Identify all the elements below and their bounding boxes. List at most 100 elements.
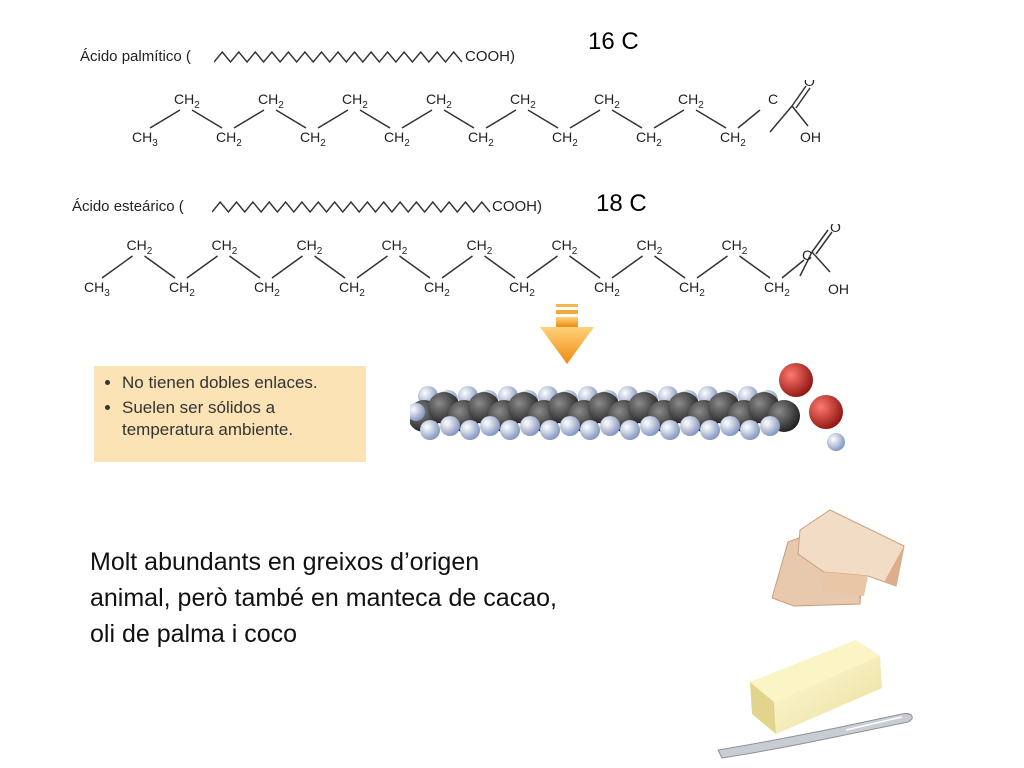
stearic-bond-11 [526, 255, 558, 279]
stearic-group-3: CH2 [169, 279, 195, 299]
stearic-group-14: CH2 [637, 237, 663, 257]
palmitic-group-9: CH2 [468, 129, 494, 149]
palmitic-bond-10 [527, 109, 559, 129]
down-arrow-icon [540, 304, 594, 364]
palmitic-bond-12 [611, 109, 643, 129]
stearic-group-1: CH3 [84, 279, 110, 299]
hydrogen-atom-bottom [620, 420, 640, 440]
palmitic-bond-14 [695, 109, 727, 129]
palmitic-group-15: CH2 [720, 129, 746, 149]
stearic-group-17: CH2 [764, 279, 790, 299]
stearic-bond-5 [271, 255, 303, 279]
palmitic-group-3: CH2 [216, 129, 242, 149]
stearic-cooh-label: COOH) [492, 198, 542, 215]
note-item-solid-at-room-temp: Suelen ser sólidos a temperatura ambient… [122, 397, 356, 441]
palmitic-acid-name: Ácido palmítico ( [80, 48, 191, 65]
palmitic-carbon-count: 16 C [588, 28, 639, 55]
stearic-group-12: CH2 [552, 237, 578, 257]
palmitic-bond-9 [485, 109, 517, 129]
palmitic-bond-11 [569, 109, 601, 129]
stearic-bond-1 [101, 255, 133, 279]
stearic-group-13: CH2 [594, 279, 620, 299]
hydrogen-atom-bottom [580, 420, 600, 440]
stearic-bond-13 [611, 255, 643, 279]
palmitic-bond-1 [149, 109, 181, 129]
stearic-group-15: CH2 [679, 279, 705, 299]
hydrogen-atom-bottom [660, 420, 680, 440]
hydrogen-atom-bottom [600, 416, 620, 436]
hydrogen-atom-bottom [440, 416, 460, 436]
note-item-no-double-bonds: No tienen dobles enlaces. [122, 372, 356, 394]
hydrogen-atom-bottom [480, 416, 500, 436]
hydrogen-atom-bottom [680, 416, 700, 436]
palmitic-group-11: CH2 [552, 129, 578, 149]
hydrogen-atom-bottom [420, 420, 440, 440]
stearic-bond-8 [399, 255, 431, 279]
hydrogen-atom-bottom [740, 420, 760, 440]
palmitic-group-4: CH2 [258, 91, 284, 111]
hydrogen-atom-bottom [700, 420, 720, 440]
hydrogen-atom-bottom [560, 416, 580, 436]
stearic-bond-7 [356, 255, 388, 279]
stearic-group-10: CH2 [467, 237, 493, 257]
palmitic-group-8: CH2 [426, 91, 452, 111]
palmitic-bond-to-carboxyl [737, 109, 761, 129]
palmitic-group-2: CH2 [174, 91, 200, 111]
description-line-1: Molt abundants en greixos d’origen [90, 548, 480, 576]
palmitic-group-7: CH2 [384, 129, 410, 149]
description-line-2: animal, però també en manteca de cacao, [90, 584, 557, 612]
hydrogen-atom-end [410, 403, 425, 421]
description-line-3: oli de palma i coco [90, 620, 298, 648]
stearic-carbon-count: 18 C [596, 190, 647, 217]
oxygen-atom-hydroxyl [809, 395, 843, 429]
palmitic-group-10: CH2 [510, 91, 536, 111]
fat-sources-description: Molt abundants en greixos d’origen anima… [90, 544, 690, 652]
palmitic-group-12: CH2 [594, 91, 620, 111]
palmitic-bond-7 [401, 109, 433, 129]
palmitic-bond-3 [233, 109, 265, 129]
stearic-bond-2 [144, 255, 176, 279]
stearic-carbonyl-oxygen: O [830, 224, 841, 235]
palmitic-group-14: CH2 [678, 91, 704, 111]
stearic-group-8: CH2 [382, 237, 408, 257]
stearic-group-16: CH2 [722, 237, 748, 257]
palmitic-group-6: CH2 [342, 91, 368, 111]
palmitic-bond-6 [359, 109, 391, 129]
hydrogen-atom-bottom [520, 416, 540, 436]
stearic-bond-14 [654, 255, 686, 279]
hydrogen-atom-bottom [760, 416, 780, 436]
stearic-bond-3 [186, 255, 218, 279]
stearic-bond-6 [314, 255, 346, 279]
stearic-group-5: CH2 [254, 279, 280, 299]
palmitic-group-5: CH2 [300, 129, 326, 149]
space-filling-molecule-model [410, 363, 845, 451]
palmitic-structural-formula: CH3CH2CH2CH2CH2CH2CH2CH2CH2CH2CH2CH2CH2C… [132, 80, 821, 149]
palmitic-carbonyl-carbon: C [768, 91, 778, 107]
stearic-structural-formula: CH3CH2CH2CH2CH2CH2CH2CH2CH2CH2CH2CH2CH2C… [84, 224, 849, 299]
stearic-group-9: CH2 [424, 279, 450, 299]
lard-pieces-image [771, 509, 905, 607]
stearic-carbonyl-carbon: C [802, 247, 812, 263]
butter-stick-image [717, 640, 913, 759]
stearic-group-4: CH2 [212, 237, 238, 257]
stearic-group-11: CH2 [509, 279, 535, 299]
hydrogen-atom-bottom [460, 420, 480, 440]
hydrogen-atom-bottom [540, 420, 560, 440]
palmitic-group-13: CH2 [636, 129, 662, 149]
stearic-group-2: CH2 [127, 237, 153, 257]
oxygen-atom-carbonyl [779, 363, 813, 397]
stearic-bond-10 [484, 255, 516, 279]
hydrogen-atom-bottom [500, 420, 520, 440]
stearic-bond-to-carboxyl [781, 259, 805, 279]
stearic-group-6: CH2 [297, 237, 323, 257]
stearic-bond-16 [739, 255, 771, 279]
stearic-bond-15 [696, 255, 728, 279]
palmitic-bond-13 [653, 109, 685, 129]
palmitic-bond-4 [275, 109, 307, 129]
stearic-hydroxyl: OH [828, 281, 849, 297]
palmitic-bond-5 [317, 109, 349, 129]
palmitic-bond-2 [191, 109, 223, 129]
stearic-bond-4 [229, 255, 261, 279]
palmitic-cooh-label: COOH) [465, 48, 515, 65]
palmitic-hydroxyl: OH [800, 129, 821, 145]
